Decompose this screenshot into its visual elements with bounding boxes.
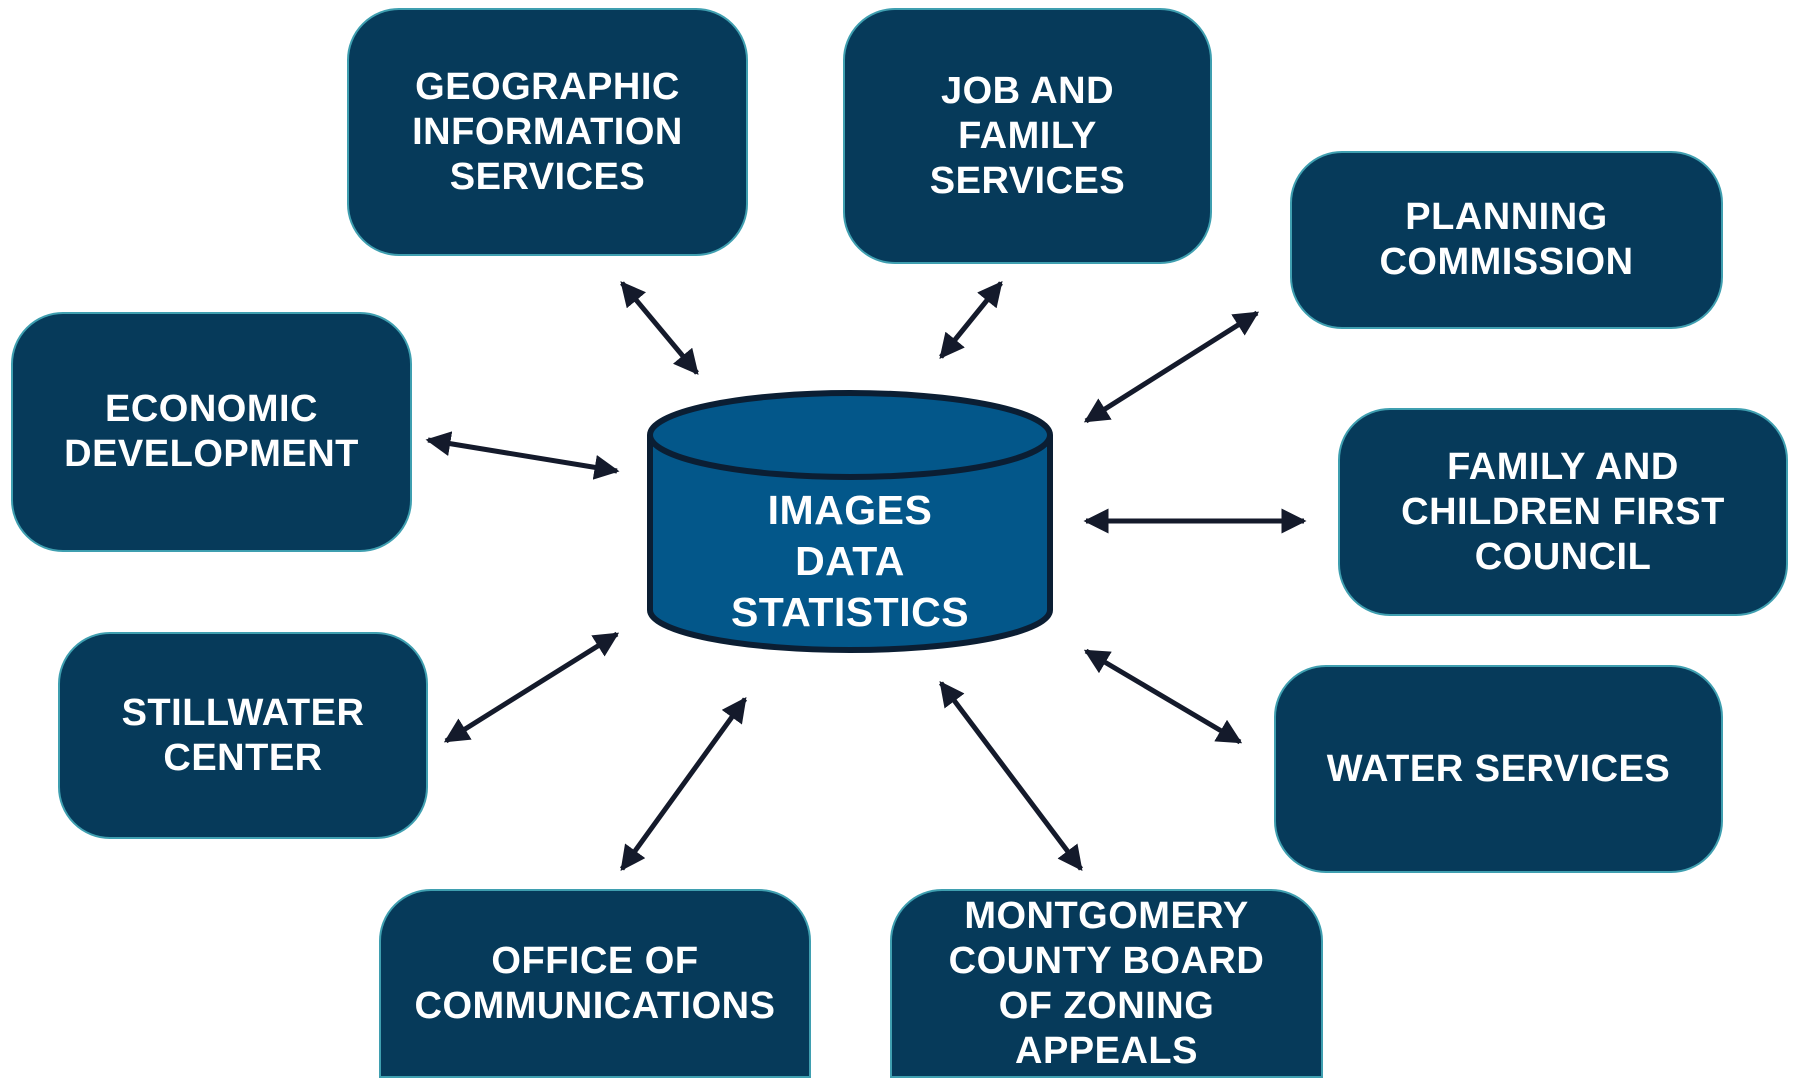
node-economic-development: ECONOMIC DEVELOPMENT — [11, 312, 412, 552]
node-montgomery-county-board-of-zoning-appeals: MONTGOMERY COUNTY BOARD OF ZONING APPEAL… — [890, 889, 1323, 1078]
database-cylinder — [647, 390, 1053, 653]
node-planning-commission: PLANNING COMMISSION — [1290, 151, 1723, 329]
node-family-and-children-first-council: FAMILY AND CHILDREN FIRST COUNCIL — [1338, 408, 1788, 616]
connector-planning — [1083, 310, 1260, 424]
connector-econ — [425, 431, 620, 480]
connector-jfs — [939, 281, 1003, 359]
connector-gis — [620, 281, 699, 375]
node-label: GEOGRAPHIC INFORMATION SERVICES — [412, 65, 683, 198]
database-body — [647, 435, 1053, 653]
database-top — [647, 390, 1053, 480]
node-geographic-information-services: GEOGRAPHIC INFORMATION SERVICES — [347, 8, 748, 256]
node-label: PLANNING COMMISSION — [1379, 196, 1634, 283]
node-job-and-family-services: JOB AND FAMILY SERVICES — [843, 8, 1212, 264]
node-office-of-communications: OFFICE OF COMMUNICATIONS — [379, 889, 811, 1078]
node-label: JOB AND FAMILY SERVICES — [929, 69, 1126, 202]
connector-stillwater — [443, 631, 620, 744]
node-label: FAMILY AND CHILDREN FIRST COUNCIL — [1401, 445, 1725, 578]
node-water-services: WATER SERVICES — [1274, 665, 1723, 873]
node-label: ECONOMIC DEVELOPMENT — [64, 388, 359, 475]
hub-label: IMAGES DATA STATISTICS — [730, 487, 970, 635]
node-stillwater-center: STILLWATER CENTER — [58, 632, 428, 839]
node-label: OFFICE OF COMMUNICATIONS — [414, 939, 776, 1027]
node-label: WATER SERVICES — [1326, 747, 1671, 790]
connector-water — [1083, 648, 1243, 745]
node-label: MONTGOMERY COUNTY BOARD OF ZONING APPEAL… — [948, 894, 1265, 1072]
node-label: STILLWATER CENTER — [121, 691, 365, 779]
connector-zoning — [939, 681, 1083, 871]
connector-comms — [619, 696, 748, 872]
